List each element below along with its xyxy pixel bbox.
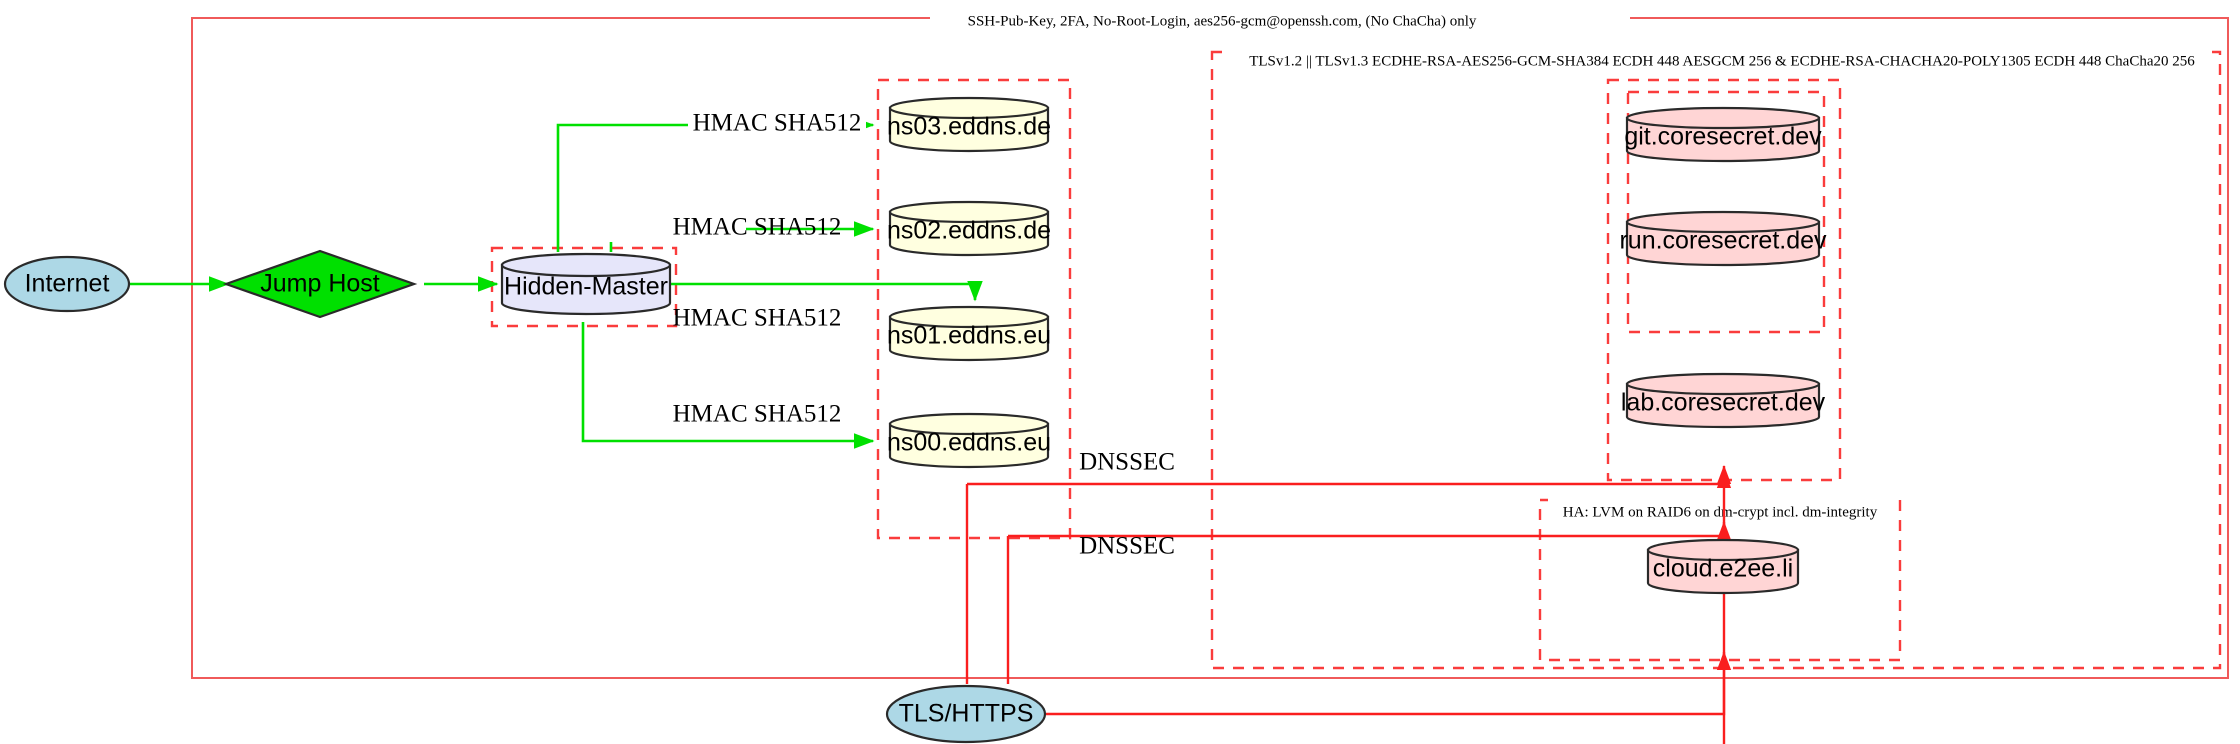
edge-label-hmac-ns02: HMAC SHA512 (568, 214, 841, 242)
edge-tlshttps-right-branch (1030, 651, 1732, 716)
node-git-coresecret[interactable]: git.coresecret.dev (1624, 106, 1822, 163)
edge-label-hmac-ns02-text: HMAC SHA512 (673, 214, 842, 241)
node-internet[interactable]: Internet (3, 255, 131, 313)
node-jump-host-label: Jump Host (260, 270, 380, 298)
edge-label-hmac-ns01-text: HMAC SHA512 (673, 305, 842, 332)
cluster-outer-ssh: SSH-Pub-Key, 2FA, No-Root-Login, aes256-… (191, 8, 2229, 679)
cluster-ha: HA: LVM on RAID6 on dm-crypt incl. dm-in… (1538, 492, 1902, 662)
edge-hidden-master-to-ns00 (581, 322, 875, 449)
edge-label-hmac-ns03-text: HMAC SHA512 (693, 110, 862, 137)
node-tls-https-label: TLS/HTTPS (899, 700, 1034, 728)
node-tls-https[interactable]: TLS/HTTPS (885, 684, 1047, 744)
node-cloud-e2ee[interactable]: cloud.e2ee.li (1646, 538, 1800, 595)
edge-label-hmac-ns03: HMAC SHA512 (688, 110, 866, 138)
cluster-dns-box (876, 78, 1072, 540)
edge-label-hmac-ns00-text: HMAC SHA512 (673, 401, 842, 428)
cluster-ha-label: HA: LVM on RAID6 on dm-crypt incl. dm-in… (1563, 504, 1878, 520)
edge-label-hmac-ns01: HMAC SHA512 (673, 305, 842, 332)
edge-label-dnssec-lower-text: DNSSEC (1079, 533, 1175, 560)
node-hidden-master[interactable]: Hidden-Master (500, 252, 672, 316)
node-ns03-label: ns03.eddns.de (887, 113, 1051, 141)
edge-hidden-master-to-ns01 (671, 280, 983, 302)
node-hidden-master-label: Hidden-Master (504, 273, 668, 301)
edge-label-dnssec-upper: DNSSEC (1079, 449, 1175, 476)
node-ns03[interactable]: ns03.eddns.de (887, 96, 1051, 153)
node-lab-coresecret-label: lab.coresecret.dev (1621, 389, 1826, 417)
node-ns02[interactable]: ns02.eddns.de (887, 200, 1051, 257)
cluster-tls: TLSv1.2 || TLSv1.3 ECDHE-RSA-AES256-GCM-… (1210, 44, 2222, 670)
cluster-outer-label: SSH-Pub-Key, 2FA, No-Root-Login, aes256-… (968, 13, 1477, 29)
edge-label-dnssec-lower: DNSSEC (1079, 533, 1175, 560)
node-internet-label: Internet (25, 270, 110, 298)
node-ns00[interactable]: ns00.eddns.eu (887, 412, 1051, 469)
node-ns01[interactable]: ns01.eddns.eu (887, 305, 1051, 362)
node-run-coresecret[interactable]: run.coresecret.dev (1619, 210, 1827, 267)
edge-label-hmac-ns00: HMAC SHA512 (668, 401, 846, 429)
edge-label-dnssec-upper-text: DNSSEC (1079, 449, 1175, 476)
node-git-coresecret-label: git.coresecret.dev (1624, 123, 1822, 151)
cluster-tls-label: TLSv1.2 || TLSv1.3 ECDHE-RSA-AES256-GCM-… (1249, 53, 2195, 69)
node-ns02-label: ns02.eddns.de (887, 217, 1051, 245)
node-lab-coresecret[interactable]: lab.coresecret.dev (1621, 372, 1826, 429)
node-jump-host[interactable]: Jump Host (222, 249, 418, 319)
edge-tlshttps-vertical (965, 484, 1010, 684)
node-ns00-label: ns00.eddns.eu (887, 429, 1051, 457)
node-run-coresecret-label: run.coresecret.dev (1619, 227, 1827, 255)
node-ns01-label: ns01.eddns.eu (887, 322, 1051, 350)
node-cloud-e2ee-label: cloud.e2ee.li (1653, 555, 1793, 583)
